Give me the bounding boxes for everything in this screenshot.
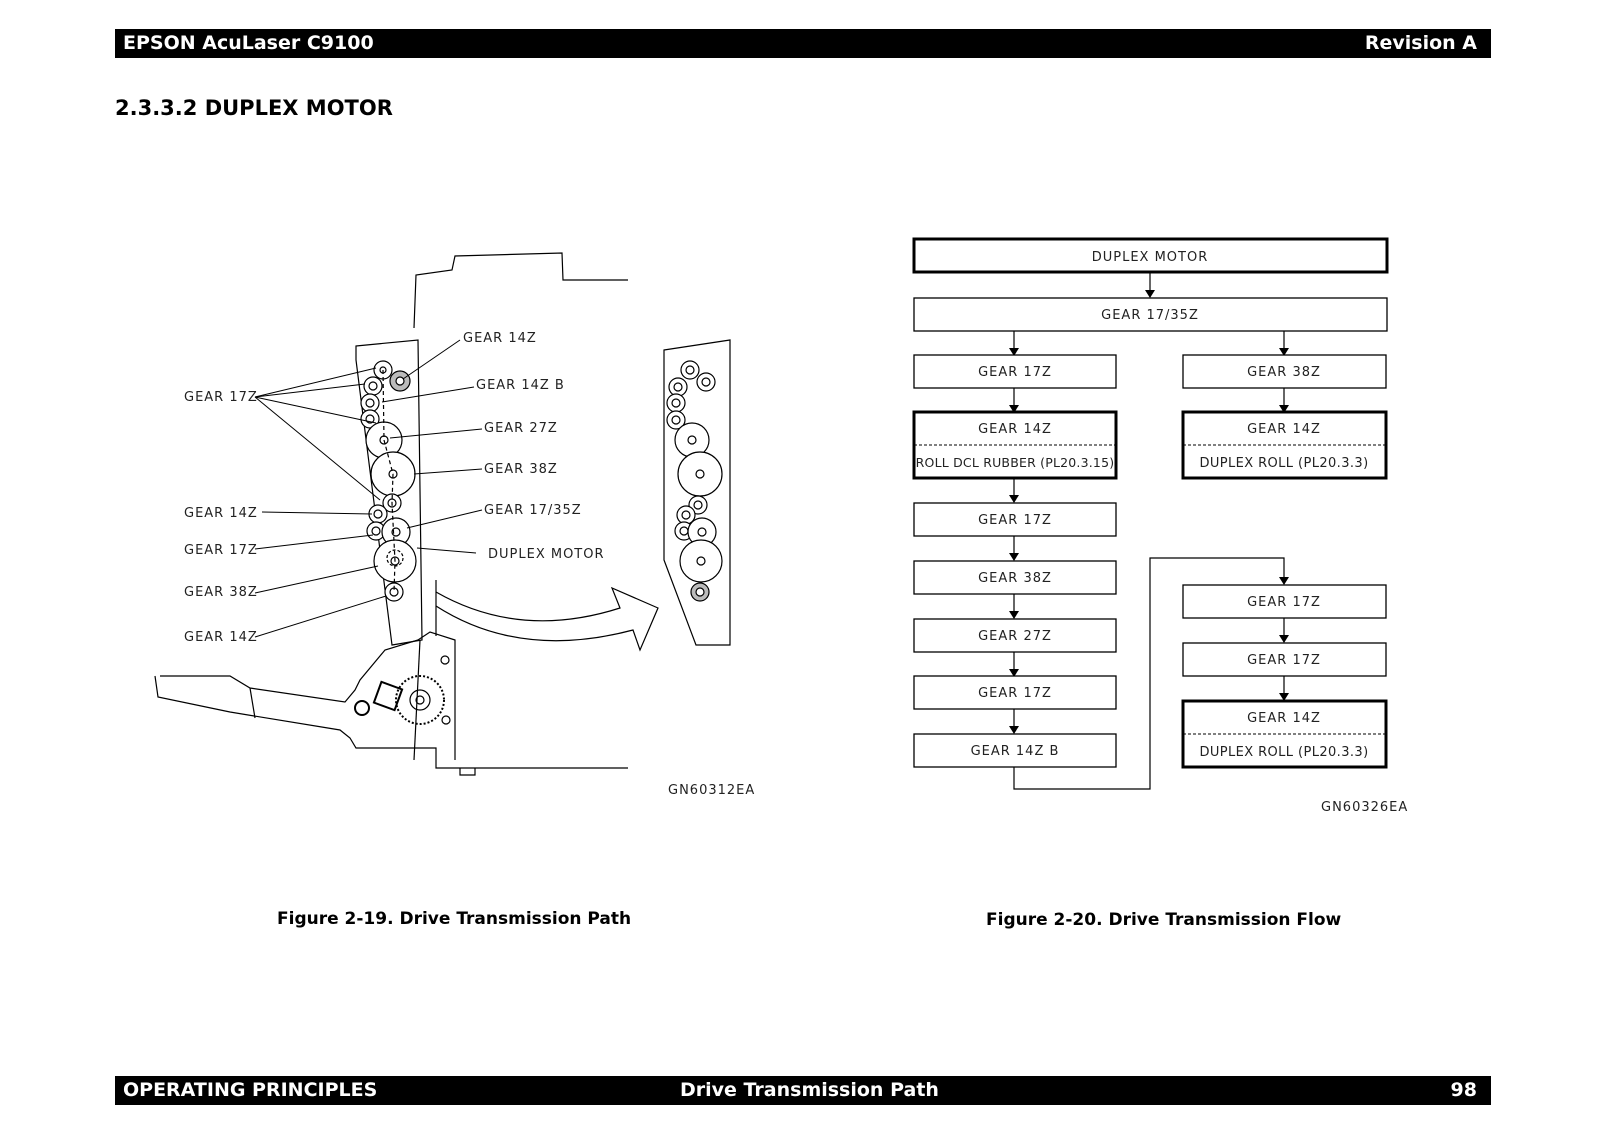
flow-label: GEAR 17Z — [978, 513, 1052, 528]
flow-label: GEAR 17Z — [978, 365, 1052, 380]
flow-label-duplex-motor: DUPLEX MOTOR — [1092, 250, 1209, 265]
flow-label: GEAR 14Z — [978, 422, 1052, 437]
header-doc-title: EPSON AcuLaser C9100 — [123, 32, 374, 54]
label-gear-14z-left: GEAR 14Z — [184, 506, 258, 521]
printer-frame-outline — [413, 252, 628, 329]
callout-leader-lines — [254, 339, 483, 638]
side-plate-outline — [355, 339, 423, 646]
flow-label: GEAR 17Z — [1247, 653, 1321, 668]
label-gear-14z-left2: GEAR 14Z — [184, 630, 258, 645]
figure-2-19-code: GN60312EA — [668, 783, 756, 798]
footer-page-number: 98 — [1450, 1079, 1477, 1101]
header-revision: Revision A — [1364, 32, 1477, 54]
flow-label: ROLL DCL RUBBER (PL20.3.15) — [916, 455, 1115, 470]
label-gear-17z-left2: GEAR 17Z — [184, 543, 258, 558]
flow-box-left-gear-17z-1: GEAR 17Z — [913, 354, 1117, 389]
flow-box-left-gear-14z-b: GEAR 14Z B — [913, 733, 1117, 768]
figure-2-20-code: GN60326EA — [1321, 800, 1409, 815]
flow-box-right-gear-14z-duplex-roll-2: GEAR 14Z DUPLEX ROLL (PL20.3.3) — [1181, 699, 1388, 769]
flow-box-left-gear-14z-roll-dcl: GEAR 14Z ROLL DCL RUBBER (PL20.3.15) — [912, 410, 1118, 480]
section-title: 2.3.3.2 DUPLEX MOTOR — [115, 96, 393, 120]
label-gear-38z-right: GEAR 38Z — [484, 462, 558, 477]
page-header-bar: EPSON AcuLaser C9100 Revision A — [115, 29, 1491, 58]
lower-mechanism-outline — [154, 675, 628, 769]
flow-box-gear-17-35z: GEAR 17/35Z — [913, 297, 1388, 332]
flow-connectors — [1009, 273, 1289, 790]
flow-box-right-gear-14z-duplex-roll-1: GEAR 14Z DUPLEX ROLL (PL20.3.3) — [1181, 410, 1388, 480]
flow-label: GEAR 27Z — [978, 629, 1052, 644]
label-gear-14z-top: GEAR 14Z — [463, 331, 537, 346]
figure-2-19-caption: Figure 2-19. Drive Transmission Path — [277, 909, 632, 929]
flow-box-right-gear-17z-2: GEAR 17Z — [1182, 642, 1387, 677]
flow-label: DUPLEX ROLL (PL20.3.3) — [1199, 745, 1368, 760]
flow-label: GEAR 14Z B — [971, 744, 1060, 759]
label-gear-17z-left: GEAR 17Z — [184, 390, 258, 405]
flow-label: GEAR 14Z — [1247, 422, 1321, 437]
figure-2-20-flowchart: DUPLEX MOTOR GEAR 17/35Z GEAR 17Z GEAR 1… — [912, 237, 1389, 790]
detail-arrow — [435, 586, 659, 652]
flow-box-left-gear-27z: GEAR 27Z — [913, 618, 1117, 653]
flow-box-right-gear-38z: GEAR 38Z — [1182, 354, 1387, 389]
flow-label: GEAR 14Z — [1247, 711, 1321, 726]
label-gear-17-35z: GEAR 17/35Z — [484, 503, 582, 518]
flow-box-duplex-motor: DUPLEX MOTOR — [912, 237, 1389, 274]
flow-label: GEAR 38Z — [978, 571, 1052, 586]
detail-gear-drawing — [666, 360, 723, 602]
figure-2-20-caption: Figure 2-20. Drive Transmission Flow — [986, 910, 1342, 930]
footer-section: Drive Transmission Path — [680, 1079, 939, 1101]
flow-box-right-gear-17z-1: GEAR 17Z — [1182, 584, 1387, 619]
detail-plate-outline — [663, 339, 731, 646]
label-duplex-motor: DUPLEX MOTOR — [488, 547, 605, 562]
flow-label: GEAR 17Z — [978, 686, 1052, 701]
page-footer-bar: OPERATING PRINCIPLES Drive Transmission … — [115, 1076, 1491, 1105]
figure-2-19-illustration: GEAR 14Z GEAR 14Z B GEAR 27Z GEAR 38Z GE… — [154, 252, 731, 776]
flow-label: GEAR 38Z — [1247, 365, 1321, 380]
label-gear-27z: GEAR 27Z — [484, 421, 558, 436]
footer-chapter: OPERATING PRINCIPLES — [123, 1079, 378, 1101]
flow-box-left-gear-17z-2: GEAR 17Z — [913, 502, 1117, 537]
label-gear-38z-left: GEAR 38Z — [184, 585, 258, 600]
flow-box-left-gear-17z-3: GEAR 17Z — [913, 675, 1117, 710]
label-gear-14z-b: GEAR 14Z B — [476, 378, 565, 393]
flow-box-left-gear-38z: GEAR 38Z — [913, 560, 1117, 595]
flow-label: DUPLEX ROLL (PL20.3.3) — [1199, 456, 1368, 471]
flow-label: GEAR 17Z — [1247, 595, 1321, 610]
gear-train-drawing — [360, 360, 417, 602]
flow-label-gear-17-35z: GEAR 17/35Z — [1101, 308, 1199, 323]
